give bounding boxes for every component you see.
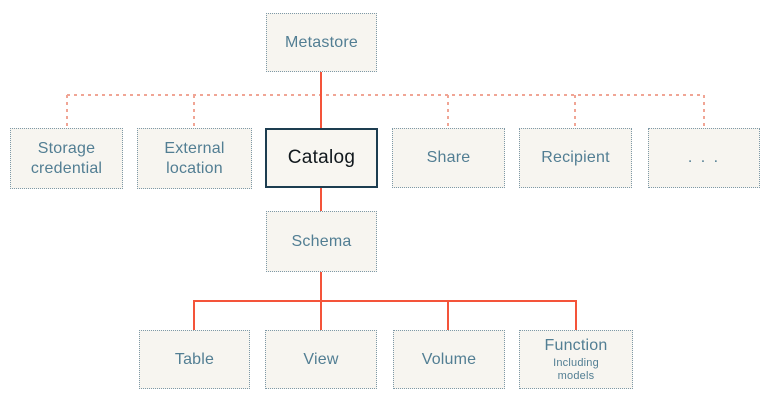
- node-schema: Schema: [266, 211, 377, 272]
- node-metastore: Metastore: [266, 13, 377, 72]
- node-share: Share: [392, 128, 505, 188]
- connector-catalog-schema: [320, 188, 322, 211]
- connector-bottom-rail: [193, 300, 577, 302]
- node-function-sublabel: Including models: [553, 356, 599, 382]
- connector-drop-table: [193, 300, 195, 330]
- node-function-label: Function: [544, 336, 608, 354]
- node-table: Table: [139, 330, 250, 389]
- connector-drop-more: [703, 95, 705, 128]
- node-volume-label: Volume: [421, 350, 477, 368]
- node-recipient-label: Recipient: [541, 149, 610, 166]
- node-share-label: Share: [426, 149, 471, 166]
- connector-metastore-catalog: [320, 72, 322, 128]
- connector-drop-volume: [447, 300, 449, 330]
- connector-drop-share: [447, 95, 449, 128]
- node-volume: Volume: [393, 330, 505, 389]
- node-external-location-label: External location: [164, 139, 225, 177]
- node-more-label: . . .: [687, 149, 721, 166]
- node-external-location: External location: [137, 128, 252, 189]
- node-metastore-label: Metastore: [285, 33, 358, 51]
- node-catalog-label: Catalog: [287, 147, 356, 169]
- node-storage-credential-label: Storage credential: [30, 139, 103, 177]
- connector-drop-function: [575, 300, 577, 330]
- node-table-label: Table: [174, 350, 215, 368]
- connector-drop-external-location: [193, 95, 195, 128]
- node-recipient: Recipient: [519, 128, 632, 188]
- node-view: View: [265, 330, 377, 389]
- connector-schema-to-rail: [320, 272, 322, 301]
- node-function: Function Including models: [519, 330, 633, 389]
- connector-drop-recipient: [574, 95, 576, 128]
- node-schema-label: Schema: [291, 232, 352, 250]
- connector-drop-storage-credential: [66, 95, 68, 128]
- connector-top-dotted-rail: [67, 94, 704, 96]
- node-view-label: View: [303, 350, 339, 368]
- node-catalog: Catalog: [265, 128, 378, 188]
- node-more: . . .: [648, 128, 760, 188]
- node-storage-credential: Storage credential: [10, 128, 123, 189]
- connector-drop-view: [320, 300, 322, 330]
